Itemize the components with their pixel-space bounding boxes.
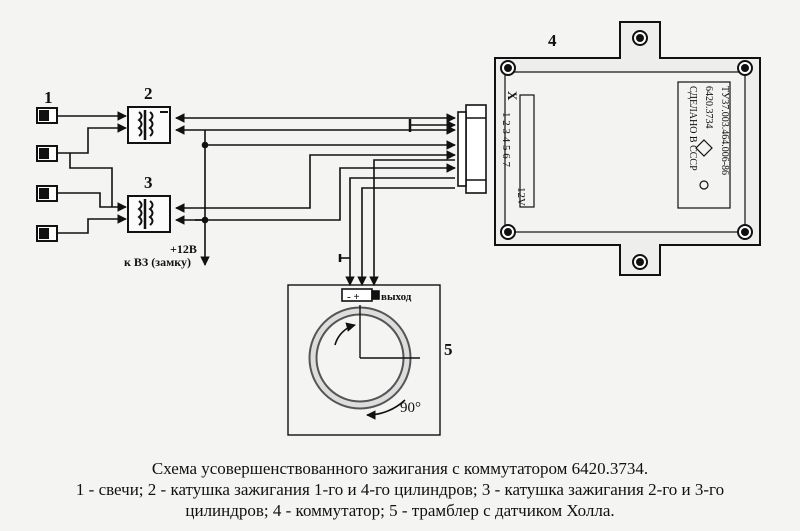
figure-caption: Схема усовершенствованного зажигания с к… — [0, 458, 800, 521]
label-distributor: 5 — [444, 340, 453, 359]
spark-plug-icon — [36, 225, 58, 242]
spark-plug-icon — [36, 107, 58, 124]
ignition-wiring-diagram: 1 2 3 — [36, 21, 761, 436]
connector-letter: X — [505, 91, 520, 101]
commutator-voltage: 12V — [515, 187, 527, 206]
connector-pin-numbers: 1 2 3 4 5 6 7 — [500, 112, 512, 168]
spark-plug-icon — [36, 145, 58, 162]
caption-legend-line-1: 1 - свечи; 2 - катушка зажигания 1-го и … — [75, 480, 725, 499]
commutator-spec: ТУ37.003.464.006-86 — [719, 86, 730, 175]
label-coil-1: 2 — [144, 84, 153, 103]
commutator-model: 6420.3734 — [703, 86, 714, 129]
high-voltage-wires — [57, 111, 127, 234]
distributor — [287, 284, 441, 436]
commutator-made-in: СДЕЛАНО В СССР — [687, 86, 698, 171]
supply-voltage-label: +12В — [170, 242, 197, 256]
rotation-angle: 90° — [400, 400, 421, 416]
sensor-output-label: выход — [381, 291, 412, 303]
caption-legend-line-2: цилиндров; 4 - коммутатор; 5 - трамблер … — [185, 501, 615, 520]
sensor-terminals: - + — [347, 291, 360, 303]
label-coil-2: 3 — [144, 173, 153, 192]
caption-title: Схема усовершенствованного зажигания с к… — [151, 459, 649, 478]
commutator — [494, 21, 761, 276]
emblem-icon — [695, 139, 713, 190]
ignition-coil-2 — [127, 195, 171, 233]
low-voltage-wires — [175, 113, 456, 286]
commutator-connector — [457, 104, 487, 194]
spark-plug-icon — [36, 185, 58, 202]
ignition-coil-1 — [127, 106, 171, 144]
ignition-lock-label: к ВЗ (замку) — [124, 255, 191, 269]
label-spark-plugs: 1 — [44, 88, 53, 107]
label-commutator: 4 — [548, 31, 557, 50]
spark-plugs — [36, 107, 58, 242]
